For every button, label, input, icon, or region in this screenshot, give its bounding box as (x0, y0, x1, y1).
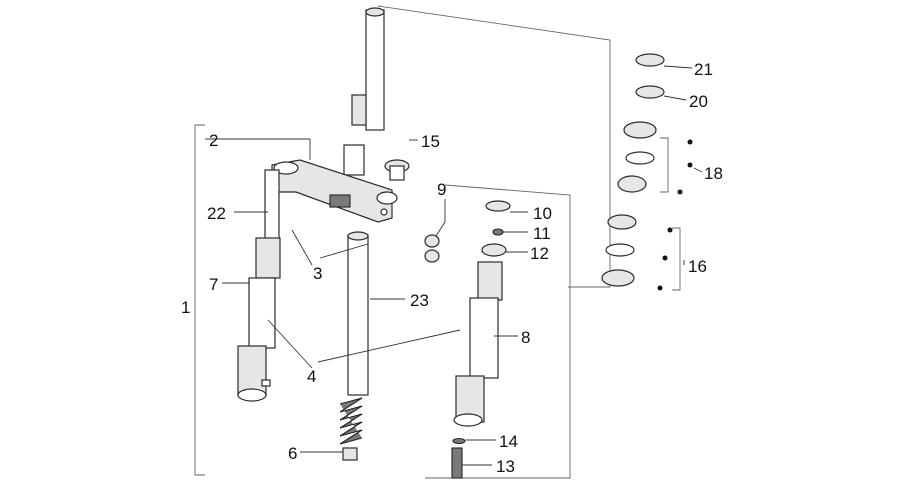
fork-yoke (271, 159, 398, 223)
callout-18: 18 (704, 164, 723, 183)
bearing-dots (657, 139, 693, 291)
callout-labels: 1 2 3 4 6 7 8 9 10 11 12 13 14 15 16 18 … (181, 60, 723, 476)
callout-23: 23 (410, 291, 429, 310)
callout-6: 6 (288, 444, 297, 463)
callout-21: 21 (694, 60, 713, 79)
callout-22: 22 (207, 204, 226, 223)
bearing-set (601, 53, 665, 287)
spring (339, 397, 363, 445)
callout-14: 14 (499, 432, 518, 451)
bolts (424, 234, 440, 263)
callout-10: 10 (533, 204, 552, 223)
callout-2: 2 (209, 131, 218, 150)
right-fork-leg (451, 200, 511, 479)
callout-3: 3 (313, 264, 322, 283)
callout-15: 15 (421, 132, 440, 151)
left-fork-leg (237, 169, 281, 402)
steering-tube (343, 7, 385, 176)
callout-16: 16 (688, 257, 707, 276)
callout-1: 1 (181, 298, 190, 317)
callout-7: 7 (209, 275, 218, 294)
leader-lines (205, 65, 703, 466)
callout-4: 4 (307, 367, 316, 386)
cap-15 (384, 159, 410, 181)
callout-13: 13 (496, 457, 515, 476)
callout-20: 20 (689, 92, 708, 111)
callout-12: 12 (530, 244, 549, 263)
callout-8: 8 (521, 328, 530, 347)
inner-tube (347, 231, 369, 396)
spacer-6 (342, 447, 358, 461)
callout-9: 9 (437, 180, 446, 199)
callout-11: 11 (533, 224, 551, 243)
group-frames (194, 5, 681, 479)
